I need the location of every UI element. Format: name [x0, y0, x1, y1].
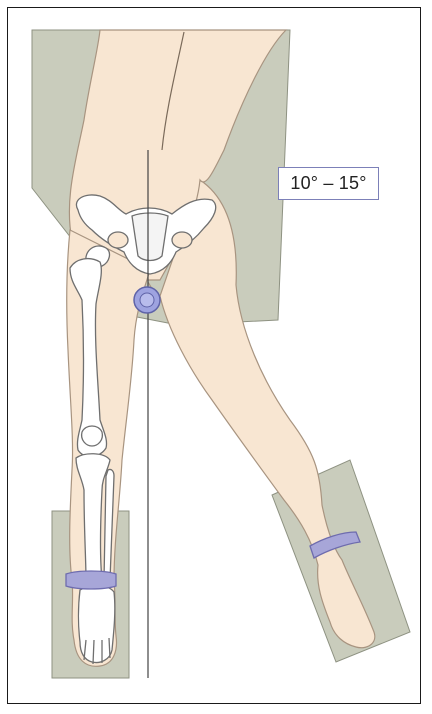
left-obturator-foramen	[108, 232, 128, 248]
sacrum-bone	[132, 213, 168, 261]
right-obturator-foramen	[172, 232, 192, 248]
left-ankle-strap	[66, 571, 116, 589]
perineal-post	[134, 287, 160, 313]
abduction-angle-label: 10° – 15°	[278, 167, 379, 200]
patient-body	[67, 30, 375, 666]
patella-bone	[82, 426, 103, 446]
